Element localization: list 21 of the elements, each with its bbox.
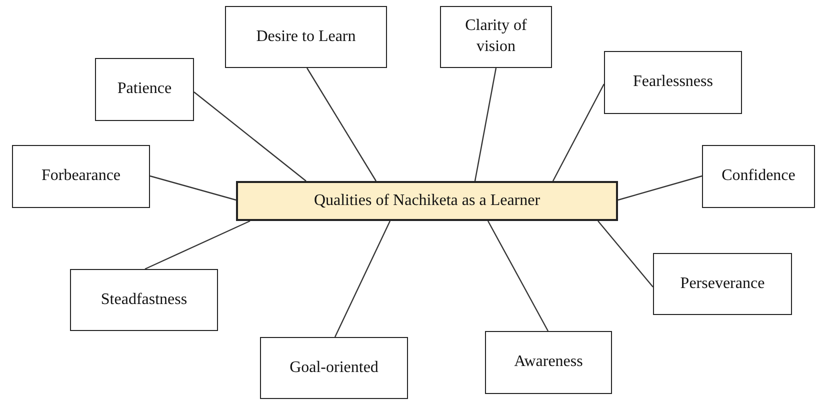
central-topic-box: Qualities of Nachiketa as a Learner (236, 181, 618, 221)
connector-line (487, 220, 549, 332)
connector-line (618, 175, 702, 201)
connector-line (144, 220, 250, 270)
quality-box: Goal-oriented (260, 337, 408, 399)
quality-box: Patience (95, 58, 194, 121)
connector-line (306, 68, 377, 182)
quality-box: Confidence (702, 145, 815, 208)
quality-box: Desire to Learn (225, 6, 387, 68)
quality-box: Clarity of vision (440, 6, 552, 68)
quality-box: Awareness (485, 331, 612, 394)
quality-box: Forbearance (12, 145, 150, 208)
connector-line (552, 84, 605, 182)
quality-box: Steadfastness (70, 269, 218, 331)
quality-box: Fearlessness (604, 51, 742, 114)
connector-line (334, 220, 391, 338)
connector-line (598, 220, 654, 288)
quality-box: Perseverance (653, 253, 792, 315)
connector-line (194, 92, 306, 182)
connector-line (150, 175, 236, 201)
connector-line (474, 68, 497, 182)
